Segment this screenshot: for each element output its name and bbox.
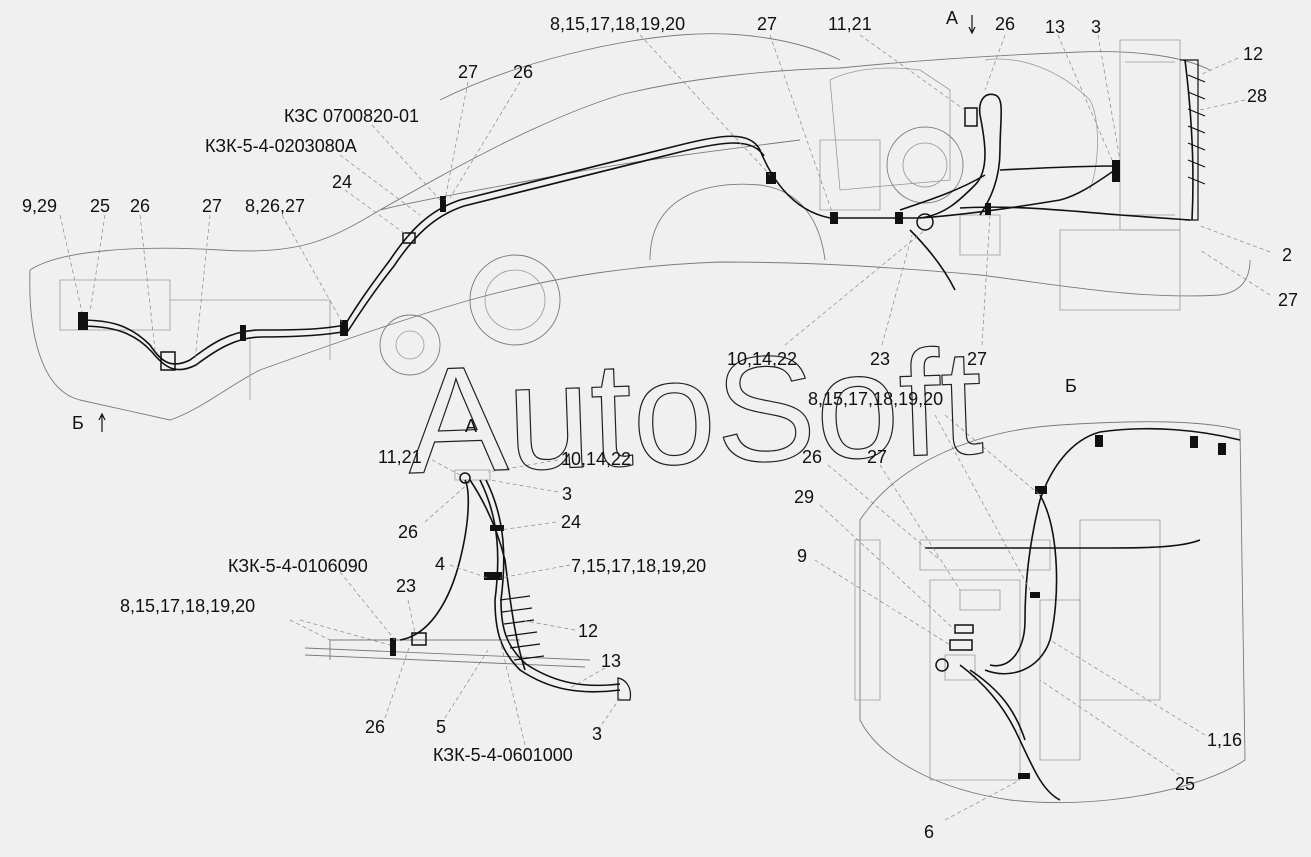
callout-label: 13 — [1045, 17, 1065, 37]
part-code-label: КЗК-5-4-0601000 — [433, 745, 573, 765]
callout-label: 25 — [1175, 774, 1195, 794]
view-label-a-top: А — [946, 8, 958, 28]
callout-label: 27 — [202, 196, 222, 216]
callout-label: 26 — [802, 447, 822, 467]
autosoft-watermark: AutoSoft — [404, 317, 985, 505]
callout-label: 9 — [797, 546, 807, 566]
callout-label: 25 — [90, 196, 110, 216]
callout-label: 6 — [924, 822, 934, 842]
callout-label: 24 — [332, 172, 352, 192]
leader-lines-view-a — [289, 459, 621, 746]
callout-label: 12 — [1243, 44, 1263, 64]
part-code-label: КЗК-5-4-0203080А — [205, 136, 357, 156]
callout-labels-view-b: 8,15,17,18,19,20 26 27 29 9 1,16 25 6 — [794, 389, 1242, 842]
callout-label: 12 — [578, 621, 598, 641]
part-code-label: КЗК-5-4-0106090 — [228, 556, 368, 576]
callout-label: 8,15,17,18,19,20 — [808, 389, 943, 409]
view-label-a: А — [465, 416, 477, 436]
callout-label: 27 — [967, 349, 987, 369]
main-hose-route — [78, 59, 1206, 371]
callout-label: 29 — [794, 487, 814, 507]
callout-label: 3 — [592, 724, 602, 744]
view-a-assembly — [304, 469, 632, 701]
machine-body-outline — [29, 33, 1251, 421]
callout-label: 26 — [995, 14, 1015, 34]
callout-label: 26 — [398, 522, 418, 542]
callout-label: 11,21 — [378, 447, 422, 467]
callout-label: 27 — [458, 62, 478, 82]
callout-label: 27 — [1278, 290, 1298, 310]
callout-label: 28 — [1247, 86, 1267, 106]
view-arrows — [98, 15, 976, 432]
callout-label: 9,29 — [22, 196, 57, 216]
view-label-b-left: Б — [72, 413, 84, 433]
callout-label: 8,26,27 — [245, 196, 305, 216]
callout-label: 3 — [1091, 17, 1101, 37]
callout-label: 8,15,17,18,19,20 — [550, 14, 685, 34]
callout-label: 23 — [870, 349, 890, 369]
callout-label: 7,15,17,18,19,20 — [571, 556, 706, 576]
view-label-b: Б — [1065, 376, 1077, 396]
callout-label: 4 — [435, 554, 445, 574]
leader-lines-view-b — [814, 414, 1206, 821]
callout-label: 26 — [130, 196, 150, 216]
callout-label: 10,14,22 — [727, 349, 797, 369]
callout-label: 26 — [513, 62, 533, 82]
callout-label: 3 — [562, 484, 572, 504]
callout-labels-main: 9,29 25 26 27 8,26,27 24 КЗК-5-4-0203080… — [22, 14, 1298, 369]
callout-label: 2 — [1282, 245, 1292, 265]
callout-label: 10,14,22 — [561, 449, 631, 469]
callout-label: 1,16 — [1207, 730, 1242, 750]
callout-label: 26 — [365, 717, 385, 737]
callout-label: 8,15,17,18,19,20 — [120, 596, 255, 616]
callout-labels-view-a: 11,21 10,14,22 3 26 24 4 7,15,17,18,19,2… — [120, 447, 706, 765]
view-b-assembly — [854, 421, 1246, 804]
part-code-label: КЗС 0700820-01 — [284, 106, 419, 126]
callout-label: 24 — [561, 512, 581, 532]
leader-lines-main — [59, 34, 1271, 361]
callout-label: 23 — [396, 576, 416, 596]
callout-label: 27 — [867, 447, 887, 467]
view-labels: А Б А Б — [72, 8, 1077, 436]
callout-label: 5 — [436, 717, 446, 737]
callout-label: 11,21 — [828, 14, 872, 34]
callout-label: 13 — [601, 651, 621, 671]
callout-label: 27 — [757, 14, 777, 34]
